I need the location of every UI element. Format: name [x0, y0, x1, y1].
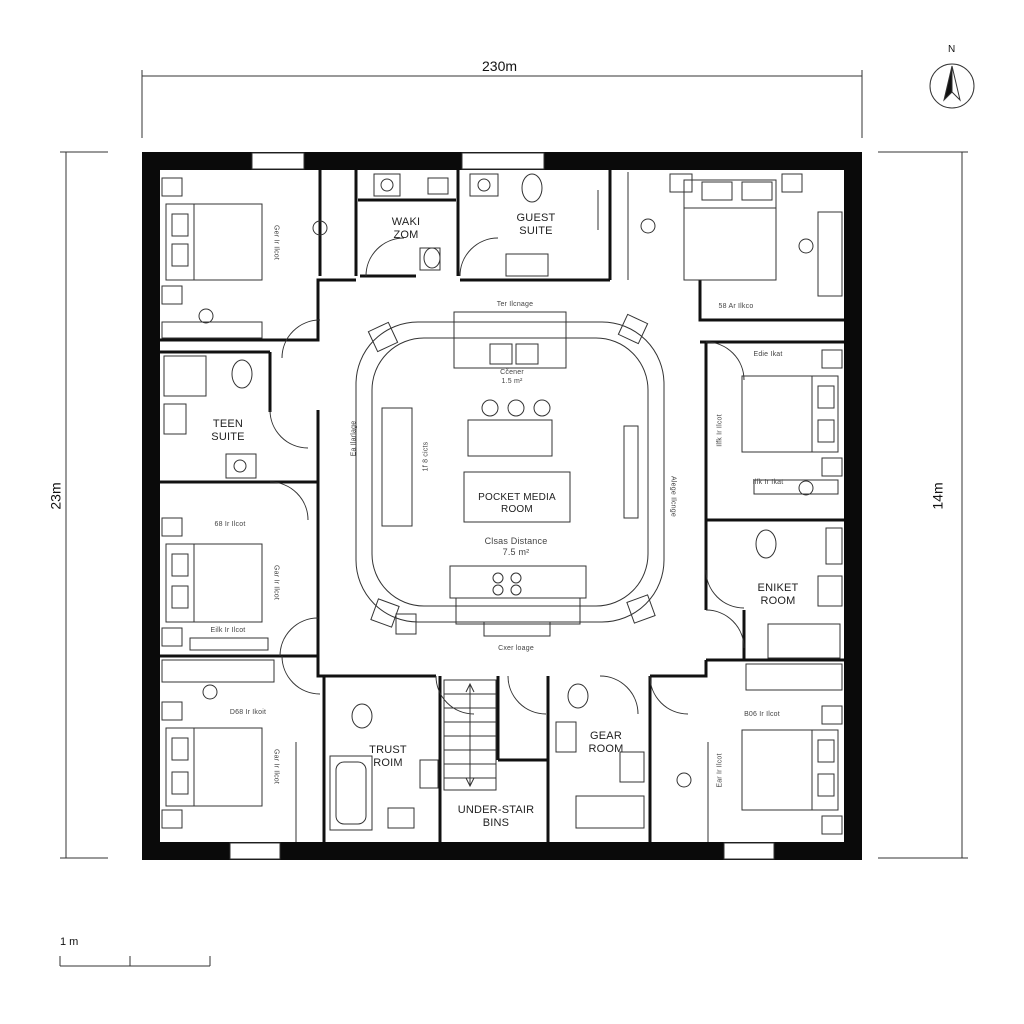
label-bed-nw-side: Ger Ir Ilcot [272, 224, 280, 261]
scale-bar-label: 1 m [60, 936, 79, 948]
label-left-inner: 1f 8 cicts [422, 441, 430, 472]
room-label-walk-zone: WAKI ZOM [391, 216, 421, 241]
dimension-line-left [60, 151, 108, 859]
dimension-line-top [141, 70, 863, 138]
right-dimension-label: 14m [929, 482, 946, 510]
label-bed-w2-bottom: Eilk Ir Ilcot [210, 627, 246, 634]
stairs [443, 679, 497, 791]
bedroom-e1 [741, 349, 843, 496]
windows [229, 152, 775, 860]
label-bed-ne-bottom: 58 Ar Ilkco [718, 303, 754, 310]
label-bed-sw-top: D68 Ir Ikoit [229, 709, 267, 716]
label-bed-w2-side: Gar Ir Ilcot [272, 564, 280, 601]
room-label-central: POCKET MEDIA ROOM [478, 492, 556, 515]
label-left-corridor: Ea Ilarlage [350, 420, 358, 457]
bathroom-walk-zone [373, 173, 449, 271]
bedroom-sw [161, 659, 297, 842]
room-label-guest-suite: GUEST SUITE [516, 212, 556, 237]
room-label-trust-room: TRUST ROIM [369, 744, 407, 769]
room-label-under-stair: UNDER-STAIR BINS [457, 804, 535, 829]
label-bed-sw-side: Gar Ir Ilcot [272, 748, 280, 785]
bathroom-teen-suite [163, 355, 257, 479]
bathroom-trust [329, 703, 439, 831]
label-distance: Clsas Distance 7.5 m² [484, 536, 548, 557]
label-bed-e1-top: Edie Ikat [753, 351, 783, 358]
label-right-corridor: Alege Ilcnge [669, 476, 677, 517]
bedroom-ne [627, 172, 843, 297]
north-arrow-icon [929, 63, 975, 109]
bathroom-ensuite [755, 527, 843, 659]
left-dimension-label: 23m [47, 482, 64, 510]
room-label-teen-suite: TEEN SUITE [211, 418, 245, 443]
label-bed-se-top: B06 Ir Ilcot [744, 711, 780, 718]
top-dimension-label: 230m [482, 58, 518, 74]
label-bottom-center: Cxer loage [498, 645, 534, 652]
label-bed-w2-top: 68 Ir Ilcot [214, 521, 246, 528]
label-top-center: Ter Ilcnage [496, 301, 534, 308]
bathroom-guest-suite [469, 173, 599, 277]
interior-walls [160, 170, 844, 842]
dimension-line-right [878, 151, 968, 859]
room-label-ensuite: ENIKET ROOM [757, 582, 799, 607]
scale-bar [59, 956, 211, 967]
label-bed-e1-side: Ilfk Ir Ilcot [716, 414, 724, 447]
bedroom-se [676, 663, 843, 842]
outer-walls [142, 152, 862, 860]
gear-room-fixtures [555, 683, 645, 829]
label-bed-e1-bottom: Ilfk Ir Ikat [752, 479, 784, 486]
door-swings [269, 237, 745, 715]
room-label-gear-room: GEAR ROOM [588, 730, 624, 755]
label-kitchen: Cčener 1.5 m² [500, 369, 524, 385]
bedroom-w2 [161, 517, 269, 651]
north-label: N [948, 44, 956, 55]
label-bed-se-side: Ear Ir Ilcot [716, 753, 724, 788]
central-media-room [355, 311, 665, 637]
bedroom-nw [161, 177, 328, 339]
